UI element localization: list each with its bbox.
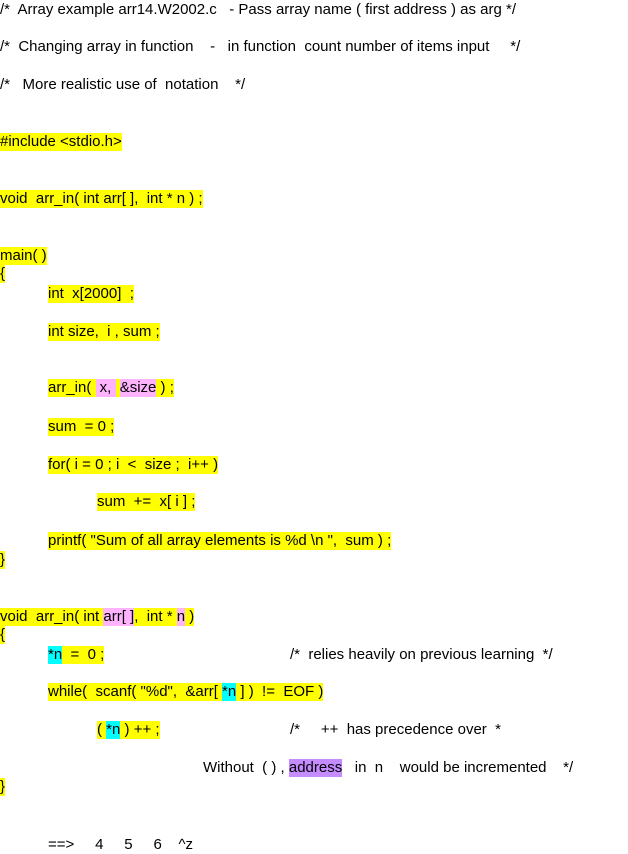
- highlighted-text: printf( "Sum of all array elements is %d…: [48, 532, 392, 550]
- text-segment: /* Changing array in function - in funct…: [0, 38, 521, 55]
- highlighted-text: sum += x[ i ] ;: [97, 493, 196, 511]
- text-segment: ==> 4 5 6 ^z: [48, 836, 194, 853]
- open-brace-main: {: [0, 265, 6, 283]
- highlighted-text: *n: [48, 646, 63, 664]
- while-line: while( scanf( "%d", &arr[ *n ] ) != EOF …: [48, 683, 324, 701]
- open-brace-func: {: [0, 626, 6, 644]
- highlighted-text: while( scanf( "%d", &arr[: [48, 683, 223, 701]
- highlighted-text: ) ++ ;: [120, 721, 160, 739]
- decl-x: int x[2000] ;: [48, 285, 134, 303]
- highlighted-text: int size, i , sum ;: [48, 323, 160, 341]
- highlighted-text: n: [176, 608, 186, 626]
- highlighted-text: }: [0, 778, 6, 796]
- printf-line: printf( "Sum of all array elements is %d…: [48, 532, 392, 550]
- highlighted-text: {: [0, 265, 6, 283]
- highlighted-text: for( i = 0 ; i < size ; i++ ): [48, 456, 219, 474]
- comment-precedence: /* ++ has precedence over *: [290, 721, 501, 739]
- close-brace-main: }: [0, 551, 6, 569]
- decl-size: int size, i , sum ;: [48, 323, 160, 341]
- highlighted-text: *n: [106, 721, 121, 739]
- highlighted-text: address: [288, 759, 343, 777]
- highlighted-text: arr[ ]: [103, 608, 135, 626]
- comment-title: /* Array example arr14.W2002.c - Pass ar…: [0, 1, 516, 19]
- for-loop: for( i = 0 ; i < size ; i++ ): [48, 456, 219, 474]
- close-brace-func: }: [0, 778, 6, 796]
- text-segment: in n would be incremented */: [342, 759, 574, 776]
- sum-add: sum += x[ i ] ;: [97, 493, 196, 511]
- highlighted-text: main( ): [0, 247, 47, 265]
- text-segment: /* More realistic use of notation */: [0, 76, 246, 93]
- highlighted-text: void arr_in( int: [0, 608, 104, 626]
- highlighted-text: sum = 0 ;: [48, 418, 115, 436]
- comment-without: Without ( ) , address in n would be incr…: [203, 759, 573, 777]
- highlighted-text: ) ;: [156, 379, 174, 397]
- include-line: #include <stdio.h>: [0, 133, 122, 151]
- highlighted-text: = 0 ;: [62, 646, 105, 664]
- increment-line: ( *n ) ++ ;: [97, 721, 160, 739]
- highlighted-text: x,: [95, 379, 116, 397]
- highlighted-text: void arr_in( int arr[ ], int * n ) ;: [0, 190, 203, 208]
- comment-notation: /* More realistic use of notation */: [0, 76, 245, 94]
- highlighted-text: ] ) != EOF ): [236, 683, 324, 701]
- input-example: ==> 4 5 6 ^z: [48, 836, 193, 854]
- highlighted-text: &size: [119, 379, 157, 397]
- n-init: *n = 0 ;: [48, 646, 105, 664]
- highlighted-text: int x[2000] ;: [48, 285, 134, 303]
- text-segment: /* Array example arr14.W2002.c - Pass ar…: [0, 1, 517, 18]
- call-arr-in: arr_in( x, &size ) ;: [48, 379, 174, 397]
- highlighted-text: [115, 379, 120, 397]
- highlighted-text: (: [97, 721, 107, 739]
- main-line: main( ): [0, 247, 47, 265]
- text-segment: /* ++ has precedence over *: [290, 721, 501, 738]
- text-segment: /* relies heavily on previous learning *…: [290, 646, 553, 663]
- highlighted-text: {: [0, 626, 6, 644]
- highlighted-text: arr_in(: [48, 379, 96, 397]
- highlighted-text: #include <stdio.h>: [0, 133, 122, 151]
- highlighted-text: , int *: [134, 608, 177, 626]
- highlighted-text: ): [185, 608, 195, 626]
- func-header: void arr_in( int arr[ ], int * n ): [0, 608, 195, 626]
- highlighted-text: *n: [222, 683, 237, 701]
- comment-changing: /* Changing array in function - in funct…: [0, 38, 520, 56]
- sum-init: sum = 0 ;: [48, 418, 115, 436]
- text-segment: Without ( ) ,: [203, 759, 289, 776]
- highlighted-text: }: [0, 551, 6, 569]
- comment-relies: /* relies heavily on previous learning *…: [290, 646, 553, 664]
- prototype-line: void arr_in( int arr[ ], int * n ) ;: [0, 190, 203, 208]
